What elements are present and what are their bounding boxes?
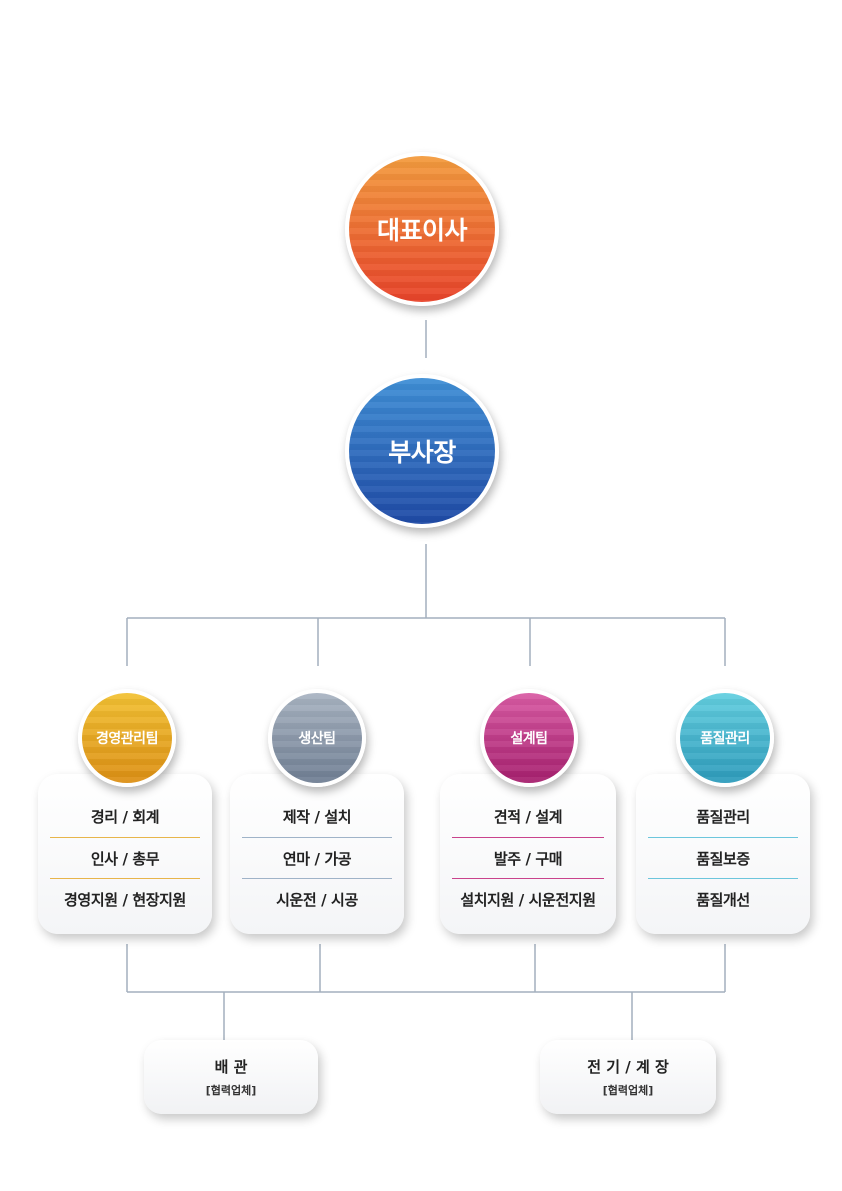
- team-node-quality: 품질관리: [676, 689, 774, 787]
- team-node-production: 생산팀: [268, 689, 366, 787]
- duty-item: 품질개선: [648, 878, 798, 919]
- partner-box-piping: 배 관 [협력업체]: [144, 1040, 318, 1114]
- partner-box-electrical: 전 기 / 계 장 [협력업체]: [540, 1040, 716, 1114]
- vice-president-label: 부사장: [388, 438, 456, 467]
- duty-item: 품질관리: [696, 808, 750, 826]
- duty-item: 설치지원 / 시운전지원: [452, 878, 604, 919]
- team-node-design: 설계팀: [480, 689, 578, 787]
- duty-item: 발주 / 구매: [452, 837, 604, 878]
- ceo-label: 대표이사: [376, 216, 468, 245]
- duty-list: 품질관리 품질보증 품질개선: [648, 796, 798, 919]
- duty-list: 경리 / 회계 인사 / 총무 경영지원 / 현장지원: [50, 796, 200, 919]
- duty-list: 견적 / 설계 발주 / 구매 설치지원 / 시운전지원: [452, 796, 604, 919]
- team-card-production: 제작 / 설치 연마 / 가공 시운전 / 시공: [230, 774, 404, 934]
- duty-item: 경리 / 회계: [90, 808, 160, 826]
- partner-note: [협력업체]: [205, 1084, 257, 1097]
- team-label: 생산팀: [298, 731, 336, 747]
- team-card-management: 경리 / 회계 인사 / 총무 경영지원 / 현장지원: [38, 774, 212, 934]
- duty-item: 시운전 / 시공: [242, 878, 392, 919]
- duty-item: 인사 / 총무: [50, 837, 200, 878]
- ceo-node: 대표이사: [345, 152, 499, 306]
- duty-item: 연마 / 가공: [242, 837, 392, 878]
- duty-item: 경영지원 / 현장지원: [50, 878, 200, 919]
- team-label: 품질관리: [700, 731, 750, 747]
- team-card-quality: 품질관리 품질보증 품질개선: [636, 774, 810, 934]
- team-card-design: 견적 / 설계 발주 / 구매 설치지원 / 시운전지원: [440, 774, 616, 934]
- duty-item: 견적 / 설계: [493, 808, 563, 826]
- team-label: 설계팀: [510, 731, 548, 747]
- duty-list: 제작 / 설치 연마 / 가공 시운전 / 시공: [242, 796, 392, 919]
- duty-item: 품질보증: [648, 837, 798, 878]
- partner-note: [협력업체]: [602, 1084, 654, 1097]
- partner-name: 전 기 / 계 장: [587, 1058, 669, 1076]
- team-node-management: 경영관리팀: [78, 689, 176, 787]
- duty-item: 제작 / 설치: [282, 808, 352, 826]
- vice-president-node: 부사장: [345, 374, 499, 528]
- partner-name: 배 관: [214, 1058, 248, 1076]
- team-label: 경영관리팀: [96, 731, 158, 747]
